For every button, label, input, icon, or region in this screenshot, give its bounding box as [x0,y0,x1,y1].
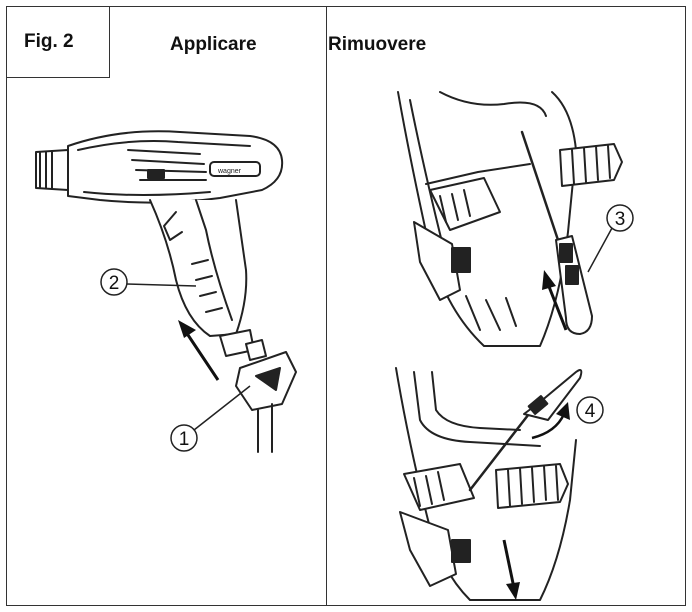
svg-text:2: 2 [109,273,120,294]
pry-up-arrow [542,270,568,331]
section-title-remove: Rimuovere [328,34,427,55]
figure-label: Fig. 2 [24,31,74,52]
callout-1: 1 [170,385,251,452]
insert-direction-arrow [178,320,220,381]
svg-text:4: 4 [585,401,596,422]
pull-down-arrow [502,539,520,600]
rotate-arrow [531,402,570,440]
heat-gun-illustration: wagner [35,130,284,357]
figure-frame [6,6,686,606]
figure-label-box [6,6,110,78]
svg-text:wagner: wagner [217,168,242,175]
svg-text:1: 1 [179,429,190,450]
nozzle-accessory [235,339,297,453]
callout-2: 2 [100,268,197,296]
removal-step-2-illustration [395,367,583,601]
panel-divider [326,6,327,606]
section-title-apply: Applicare [170,34,257,55]
svg-text:3: 3 [615,209,626,230]
removal-step-1-illustration [397,91,623,347]
callout-3: 3 [587,204,634,273]
callout-4: 4 [576,396,604,424]
